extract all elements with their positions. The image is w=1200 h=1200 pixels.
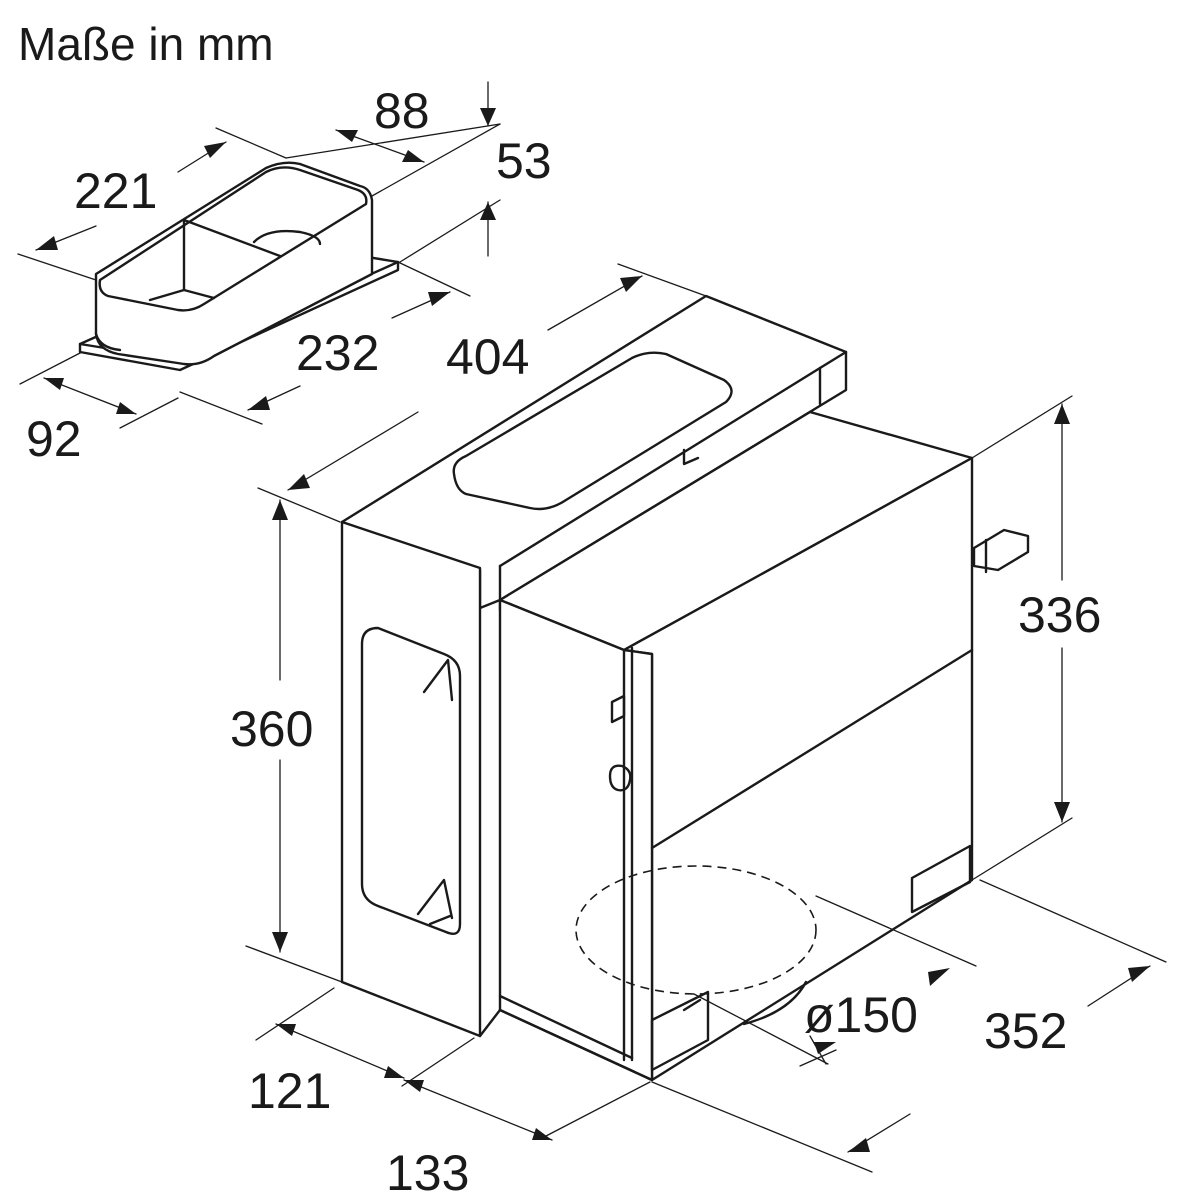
housing-top-opening (452, 351, 733, 511)
dim-121: 121 (248, 1063, 331, 1119)
dim-352: 352 (984, 1003, 1067, 1059)
main-unit (340, 294, 1030, 1082)
left-panel-cutout (360, 626, 462, 935)
main-dimension-lines (245, 263, 1167, 1173)
adapter-base-edge (78, 260, 400, 372)
dim-150: ø150 (804, 987, 918, 1043)
adapter-shell-curve (94, 332, 122, 352)
adapter-box-opening (98, 166, 368, 312)
adapter-box-body (94, 161, 374, 366)
dim-92: 92 (26, 411, 82, 467)
dim-133: 133 (386, 1145, 469, 1200)
dim-360: 360 (230, 701, 313, 757)
dim-88: 88 (374, 83, 430, 139)
dim-336: 336 (1018, 587, 1101, 643)
adapter-part (78, 161, 400, 372)
adapter-round-outlet (252, 229, 322, 246)
adapter-divider-base (148, 288, 216, 302)
dim-53: 53 (496, 133, 552, 189)
adapter-divider-top (182, 218, 282, 258)
round-outlet-dashed (575, 865, 817, 995)
dim-404: 404 (446, 329, 529, 385)
title-units: Maße in mm (18, 18, 274, 70)
dim-221: 221 (74, 163, 157, 219)
adapter-dimension-lines (17, 81, 501, 429)
dimension-labels: 88 53 221 232 92 404 336 360 ø150 352 12… (26, 83, 1101, 1200)
power-plug (972, 528, 1030, 572)
dim-232: 232 (296, 325, 379, 381)
